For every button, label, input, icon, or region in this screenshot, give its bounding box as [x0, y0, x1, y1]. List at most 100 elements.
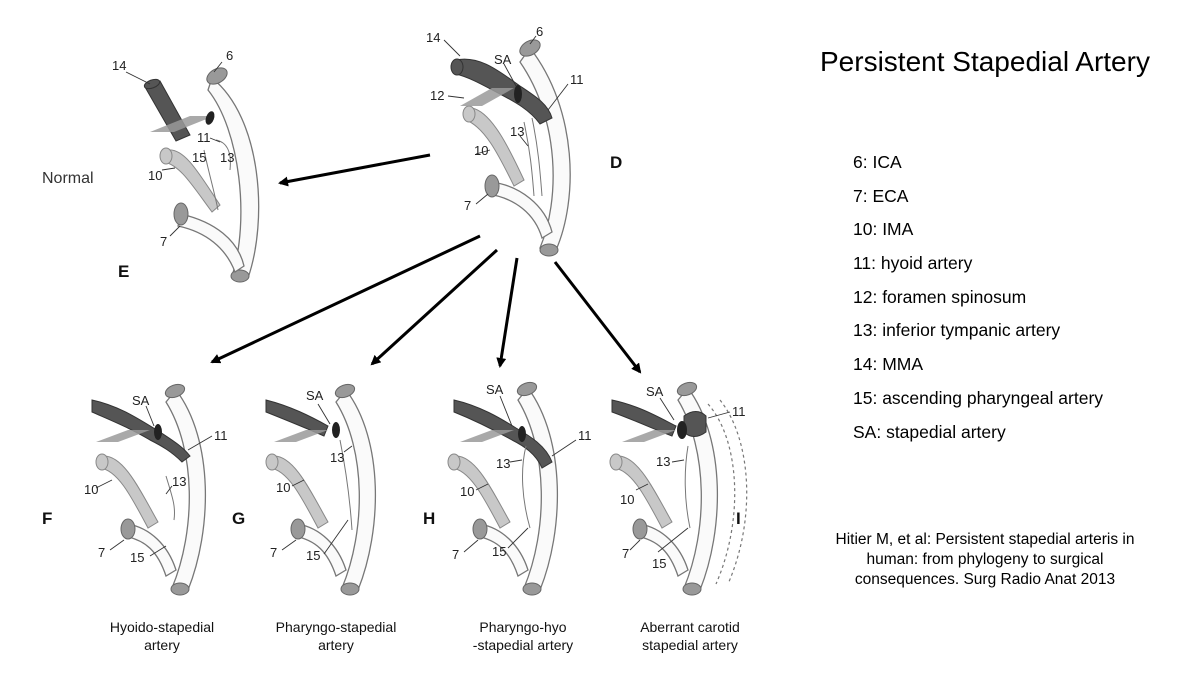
eca-vessel	[475, 523, 529, 577]
foramen-plane	[460, 88, 514, 106]
leader-line	[125, 71, 151, 85]
label-7: 7	[98, 545, 105, 560]
panel-h: SA 11 13 10 7 15 H Pharyngo-hyo -stapedi…	[423, 381, 592, 653]
leader-line	[109, 539, 125, 551]
legend-item: 13: inferior tympanic artery	[853, 320, 1061, 341]
leader-line	[529, 35, 537, 45]
aberrant-dotted-vessel	[707, 403, 736, 585]
label-10: 10	[620, 492, 634, 507]
leader-line	[463, 539, 479, 553]
leader-line	[629, 539, 641, 551]
legend-item: 10: IMA	[853, 219, 914, 240]
label-10: 10	[84, 482, 98, 497]
ica-end	[164, 383, 186, 399]
caption-g-line1: Pharyngo-stapedial	[276, 619, 397, 635]
label-15: 15	[306, 548, 320, 563]
leader-line	[507, 527, 529, 549]
label-10: 10	[460, 484, 474, 499]
leader-line	[145, 405, 155, 427]
panel-letter-f: F	[42, 509, 52, 528]
leader-line	[323, 519, 349, 555]
leader-line	[659, 397, 675, 421]
stapes-ring	[514, 85, 522, 103]
eca-vessel	[487, 181, 553, 239]
caption-h-line1: Pharyngo-hyo	[479, 619, 566, 635]
foramen-plane	[460, 430, 514, 442]
arrow-to-e	[278, 153, 431, 187]
eca-vessel	[635, 523, 689, 577]
eca-vessel	[177, 213, 245, 273]
eca-end	[632, 518, 648, 540]
leader-line	[547, 83, 569, 111]
label-13: 13	[172, 474, 186, 489]
label-13: 13	[220, 150, 234, 165]
caption-f-line1: Hyoido-stapedial	[110, 619, 214, 635]
leader-line	[291, 479, 305, 487]
leader-line	[475, 193, 489, 205]
legend-item: 12: foramen spinosum	[853, 286, 1027, 307]
panel-i: SA 11 13 10 7 15 I Aberrant carotid stap…	[609, 381, 748, 653]
leader-line	[519, 135, 529, 147]
aberrant-dotted-vessel-2	[719, 399, 748, 585]
ica-base	[682, 582, 702, 596]
arrow-to-f	[210, 234, 481, 364]
eca-end	[173, 202, 189, 226]
label-sa: SA	[494, 52, 512, 67]
label-11: 11	[570, 72, 584, 87]
eca-end	[290, 518, 306, 540]
label-7: 7	[270, 545, 277, 560]
label-13: 13	[330, 450, 344, 465]
hyoid-stump	[683, 411, 707, 437]
foramen-plane	[274, 430, 328, 442]
leader-line	[149, 545, 167, 557]
arrow-to-i	[553, 261, 642, 374]
leader-line	[317, 403, 331, 425]
stapes-ring	[332, 422, 340, 438]
ica-end	[206, 67, 228, 85]
panel-e: 14 6 11 15 13 10 7 Normal E	[42, 48, 260, 283]
caption-g-line2: artery	[318, 637, 354, 653]
label-7: 7	[160, 234, 167, 249]
citation: Hitier M, et al: Persistent stapedial ar…	[800, 530, 1170, 590]
caption-h-line2: -stapedial artery	[473, 637, 573, 653]
label-10: 10	[276, 480, 290, 495]
ica-base	[230, 269, 250, 283]
label-14: 14	[112, 58, 126, 73]
branch-13	[165, 475, 175, 521]
eca-vessel	[123, 523, 177, 577]
stapes-ring	[518, 426, 526, 442]
leader-line	[343, 445, 353, 453]
ima-end	[447, 453, 461, 471]
ima-vessel	[163, 149, 221, 213]
leader-line	[635, 483, 649, 491]
normal-label: Normal	[42, 170, 94, 187]
mma-end	[450, 58, 464, 76]
leader-line	[503, 63, 517, 87]
eca-end	[484, 174, 500, 198]
ica-base	[170, 582, 190, 596]
ima-vessel	[99, 455, 159, 529]
arrow-to-h	[496, 257, 519, 368]
caption-f-line2: artery	[144, 637, 180, 653]
ima-vessel	[613, 455, 673, 529]
citation-line: consequences. Surg Radio Anat 2013	[854, 571, 1116, 588]
ica-end	[334, 383, 356, 399]
ima-end	[609, 453, 623, 471]
label-13: 13	[656, 454, 670, 469]
ima-vessel	[269, 455, 329, 529]
leader-line	[187, 435, 213, 451]
leader-line	[281, 539, 297, 551]
panel-letter-i: I	[736, 509, 741, 528]
leader-line	[169, 225, 181, 237]
label-sa: SA	[646, 384, 664, 399]
leader-line	[475, 149, 491, 155]
leader-line	[509, 459, 523, 463]
branch-13	[523, 117, 543, 197]
label-7: 7	[622, 546, 629, 561]
ica-base	[539, 243, 559, 257]
legend-item: 11: hyoid artery	[853, 253, 973, 274]
label-10: 10	[474, 143, 488, 158]
ima-end	[462, 105, 476, 123]
stapes-ring	[154, 424, 162, 440]
